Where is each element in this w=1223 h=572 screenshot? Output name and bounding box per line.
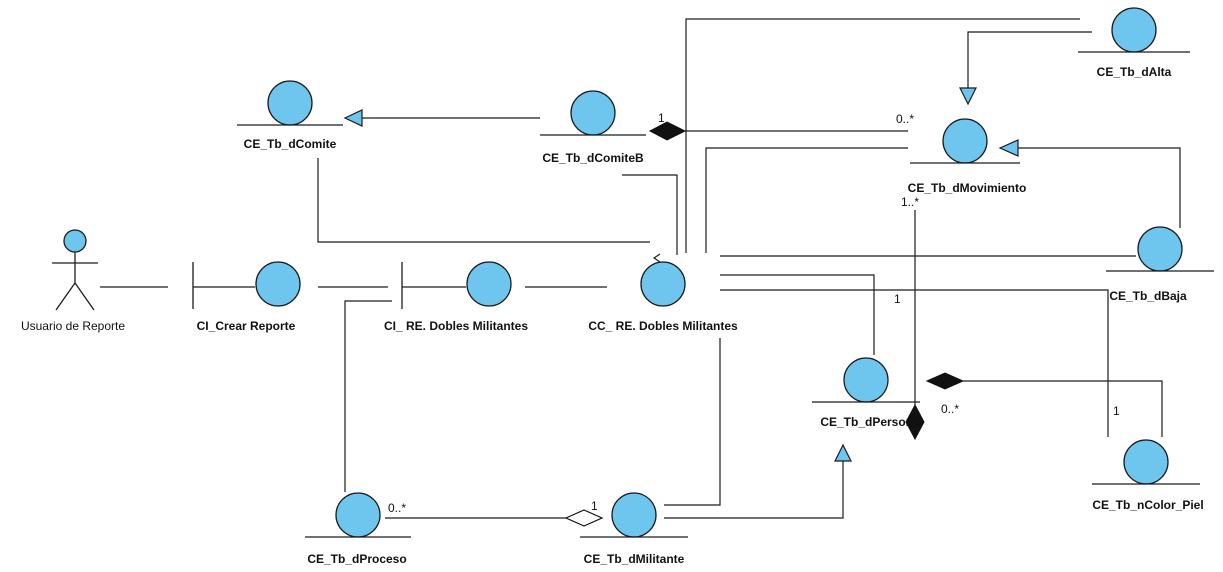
entity-label: CE_Tb_dComiteB <box>542 151 644 165</box>
composition-diamond-dpersona-top <box>905 403 925 441</box>
entity-circle <box>570 90 616 136</box>
generalization-arrow-dmovimiento-right <box>998 139 1019 157</box>
control-circle <box>640 261 686 307</box>
dcomite-to-control-link <box>317 158 650 243</box>
entity-dcomite[interactable]: CE_Tb_dComite <box>237 80 343 151</box>
mult-colorpiel-one: 1 <box>1113 404 1120 418</box>
composition-diamond-dpersona-right <box>925 372 965 390</box>
entity-dmilitante[interactable]: CE_Tb_dMilitante <box>580 492 688 566</box>
entity-label: CE_Tb_dProceso <box>307 552 406 566</box>
control-to-dmovimiento-link <box>705 147 908 253</box>
actor-left-leg <box>55 282 76 311</box>
generalization-arrow-dmovimiento-top <box>959 87 977 106</box>
entity-circle <box>942 118 988 164</box>
entity-label: CE_Tb_dMovimiento <box>908 181 1027 195</box>
dmilitante-to-dpersona-generalization <box>664 461 844 519</box>
generalization-arrow-dcomite <box>343 109 363 127</box>
entity-label: CE_Tb_nColor_Piel <box>1092 498 1203 512</box>
multiplicities: 1 0..* 1..* 1 0..* 1 0..* 1 <box>388 111 1120 515</box>
control-to-dalta-link <box>685 18 1080 253</box>
mult-movimiento-many: 0..* <box>896 112 914 126</box>
entity-circle <box>843 357 889 403</box>
boundary-crear-reporte[interactable]: CI_Crear Reporte <box>192 261 301 333</box>
mult-persona-many: 0..* <box>941 402 959 416</box>
entity-circle <box>1137 226 1183 272</box>
entity-circle <box>611 492 657 538</box>
dcomiteb-to-control-link <box>622 174 678 255</box>
actor-head <box>63 229 87 253</box>
mult-persona-one: 1 <box>894 292 901 306</box>
boundary-circle <box>255 261 301 307</box>
mult-comiteb-one: 1 <box>658 111 665 125</box>
dalta-to-dmovimiento-generalization <box>967 31 1092 88</box>
mult-proceso-many: 0..* <box>388 501 406 515</box>
aggregation-diamond-dmilitante <box>564 509 604 527</box>
entity-dcomiteb[interactable]: CE_Tb_dComiteB <box>540 90 646 165</box>
boundary-label: CI_Crear Reporte <box>197 319 296 333</box>
control-arrow <box>652 253 661 263</box>
entity-dalta[interactable]: CE_Tb_dAlta <box>1078 7 1190 79</box>
composition-diamond-dcomiteb <box>648 121 687 141</box>
entity-dmovimiento[interactable]: CE_Tb_dMovimiento <box>908 118 1027 195</box>
entity-circle <box>1111 7 1157 53</box>
entity-label: CE_Tb_dAlta <box>1097 65 1172 79</box>
control-re-dobles[interactable]: CC_ RE. Dobles Militantes <box>588 253 738 333</box>
connector-ends <box>343 87 1019 527</box>
boundary-re-dobles[interactable]: CI_ RE. Dobles Militantes <box>384 261 528 333</box>
connectors <box>100 18 1181 519</box>
entity-label: CE_Tb_dBaja <box>1109 289 1187 303</box>
boundary-circle <box>466 261 512 307</box>
dbaja-to-dmovimiento-generalization <box>1018 147 1181 228</box>
actor-usuario[interactable]: Usuario de Reporte <box>21 229 125 333</box>
entity-circle <box>267 80 313 126</box>
control-to-ncolor-piel-link <box>720 289 1109 437</box>
re-dobles-to-dproceso-link <box>344 300 392 492</box>
entity-circle <box>1123 439 1169 485</box>
dpersona-to-ncolor-piel-composition <box>963 380 1163 437</box>
entity-ncolor-piel[interactable]: CE_Tb_nColor_Piel <box>1092 439 1204 512</box>
entity-dpersona[interactable]: CE_Tb_dPersona <box>812 357 920 429</box>
entity-label: CE_Tb_dMilitante <box>584 552 685 566</box>
actor-right-leg <box>74 282 95 311</box>
mult-militante-one: 1 <box>591 499 598 513</box>
mult-movimiento-one-many: 1..* <box>901 195 919 209</box>
boundary-label: CI_ RE. Dobles Militantes <box>384 319 528 333</box>
entity-label: CE_Tb_dPersona <box>820 415 920 429</box>
control-to-dmilitante-link <box>664 338 721 506</box>
actor-label: Usuario de Reporte <box>21 319 125 333</box>
entity-circle <box>335 492 381 538</box>
control-label: CC_ RE. Dobles Militantes <box>588 319 738 333</box>
entity-dproceso[interactable]: CE_Tb_dProceso <box>305 492 411 566</box>
entity-dbaja[interactable]: CE_Tb_dBaja <box>1106 226 1214 303</box>
generalization-arrow-dpersona <box>834 443 852 462</box>
control-to-dpersona-link <box>720 274 875 355</box>
entity-label: CE_Tb_dComite <box>244 137 337 151</box>
